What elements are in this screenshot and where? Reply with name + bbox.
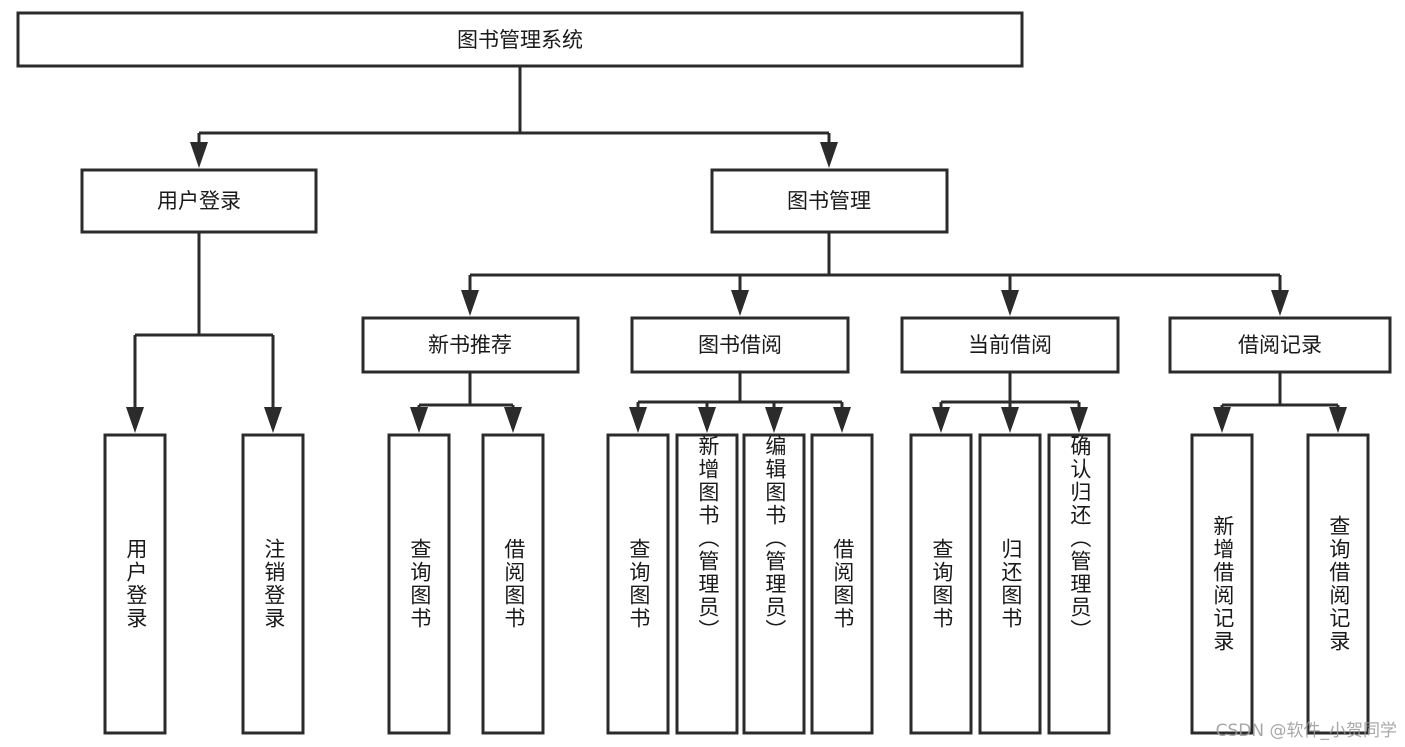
arrowhead-book-borrow-leaf-2 — [698, 407, 716, 433]
arrowhead-borrow-record-leaf-1 — [1213, 407, 1231, 433]
arrowhead-new-book — [461, 290, 479, 316]
arrowhead-current-borrow-leaf-2 — [1001, 407, 1019, 433]
node-new-book-label: 新书推荐 — [428, 333, 512, 357]
arrowhead-book-borrow-leaf-3 — [765, 407, 783, 433]
leaf-box-book-borrow-4[interactable] — [810, 433, 874, 735]
leaf-box-book-borrow-3[interactable] — [742, 433, 806, 735]
leaf-box-borrow-record-2[interactable] — [1306, 433, 1370, 735]
arrowhead-current-borrow-leaf-1 — [932, 407, 950, 433]
arrowhead-new-book-leaf-1 — [410, 407, 428, 433]
arrowhead-user-login — [190, 142, 208, 168]
leaf-box-current-borrow-1[interactable] — [909, 433, 973, 735]
leaf-box-user-login-2[interactable] — [241, 433, 305, 735]
arrowhead-book-borrow-leaf-4 — [833, 407, 851, 433]
arrowhead-user-login-leaf-1 — [126, 407, 144, 433]
node-root-label: 图书管理系统 — [457, 28, 583, 52]
arrowhead-current-borrow — [1001, 290, 1019, 316]
node-user-login-label: 用户登录 — [157, 189, 241, 213]
node-new-book-box[interactable] — [361, 316, 580, 374]
node-current-borrow-label: 当前借阅 — [968, 333, 1052, 357]
node-book-manage-label: 图书管理 — [787, 189, 871, 213]
leaf-box-book-borrow-2[interactable] — [675, 433, 739, 735]
leaf-box-user-login-1[interactable] — [103, 433, 167, 735]
arrowhead-new-book-leaf-2 — [504, 407, 522, 433]
arrowhead-borrow-record — [1271, 290, 1289, 316]
arrowhead-borrow-record-leaf-2 — [1329, 407, 1347, 433]
arrowhead-book-borrow-leaf-1 — [629, 407, 647, 433]
leaf-box-new-book-1[interactable] — [387, 433, 451, 735]
node-borrow-record-box[interactable] — [1168, 316, 1392, 374]
node-current-borrow-box[interactable] — [900, 316, 1120, 374]
node-root-box[interactable] — [16, 11, 1024, 68]
arrowhead-user-login-leaf-2 — [264, 407, 282, 433]
node-book-borrow-label: 图书借阅 — [698, 333, 782, 357]
arrowhead-book-borrow — [731, 290, 749, 316]
leaf-box-current-borrow-3[interactable] — [1047, 433, 1111, 735]
arrowhead-current-borrow-leaf-3 — [1070, 407, 1088, 433]
leaf-box-current-borrow-2[interactable] — [978, 433, 1042, 735]
leaf-box-book-borrow-1[interactable] — [606, 433, 670, 735]
leaf-box-new-book-2[interactable] — [481, 433, 545, 735]
leaf-box-borrow-record-1[interactable] — [1190, 433, 1254, 735]
watermark-text: CSDN @软件_小贺同学 — [1215, 721, 1397, 741]
arrowhead-book-manage — [820, 142, 838, 168]
node-book-borrow-box[interactable] — [630, 316, 850, 374]
node-borrow-record-label: 借阅记录 — [1238, 333, 1322, 357]
node-book-manage-box[interactable] — [710, 168, 949, 234]
